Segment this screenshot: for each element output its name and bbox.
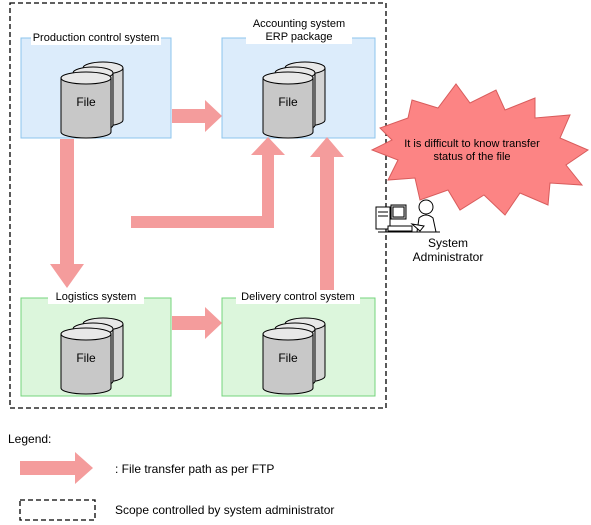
accounting-label: Accounting system ERP package xyxy=(246,18,352,44)
scope-boundary xyxy=(9,2,387,409)
arrow-logistics-to-delivery xyxy=(172,307,222,339)
logistics-label: Logistics system xyxy=(48,291,144,304)
legend-arrow xyxy=(20,452,93,484)
admin-label-line2: Administrator xyxy=(412,250,484,264)
file-cylinder-delivery xyxy=(262,317,326,395)
logistics-file-label: File xyxy=(76,351,96,365)
callout-burst xyxy=(370,83,590,216)
legend-scope-text: Scope controlled by system administrator xyxy=(115,503,335,517)
file-cylinder-accounting xyxy=(262,61,326,139)
admin-label: System Administrator xyxy=(402,236,494,264)
file-cylinder-logistics xyxy=(60,317,124,395)
legend-scope-box xyxy=(19,499,96,521)
accounting-file-label: File xyxy=(278,95,298,109)
production-label: Production control system xyxy=(31,32,161,45)
callout-text: It is difficult to know transfer status … xyxy=(392,138,552,164)
production-file-label: File xyxy=(76,95,96,109)
callout-line2: status of the file xyxy=(433,151,511,163)
admin-label-line1: System xyxy=(427,236,468,250)
callout-line1: It is difficult to know transfer xyxy=(404,138,540,150)
delivery-label: Delivery control system xyxy=(236,291,360,304)
computer-user-icon xyxy=(375,199,440,233)
legend-title: Legend: xyxy=(8,432,52,446)
arrow-logistics-to-accounting xyxy=(119,137,285,290)
delivery-file-label: File xyxy=(278,351,298,365)
accounting-label-line1: Accounting system xyxy=(252,18,346,30)
accounting-label-line2: ERP package xyxy=(265,31,333,43)
arrow-production-to-accounting xyxy=(172,100,222,132)
arrow-delivery-to-accounting xyxy=(310,137,344,290)
legend-arrow-text: : File transfer path as per FTP xyxy=(115,462,275,476)
file-cylinder-production xyxy=(60,61,124,139)
arrow-production-to-logistics xyxy=(50,139,84,288)
